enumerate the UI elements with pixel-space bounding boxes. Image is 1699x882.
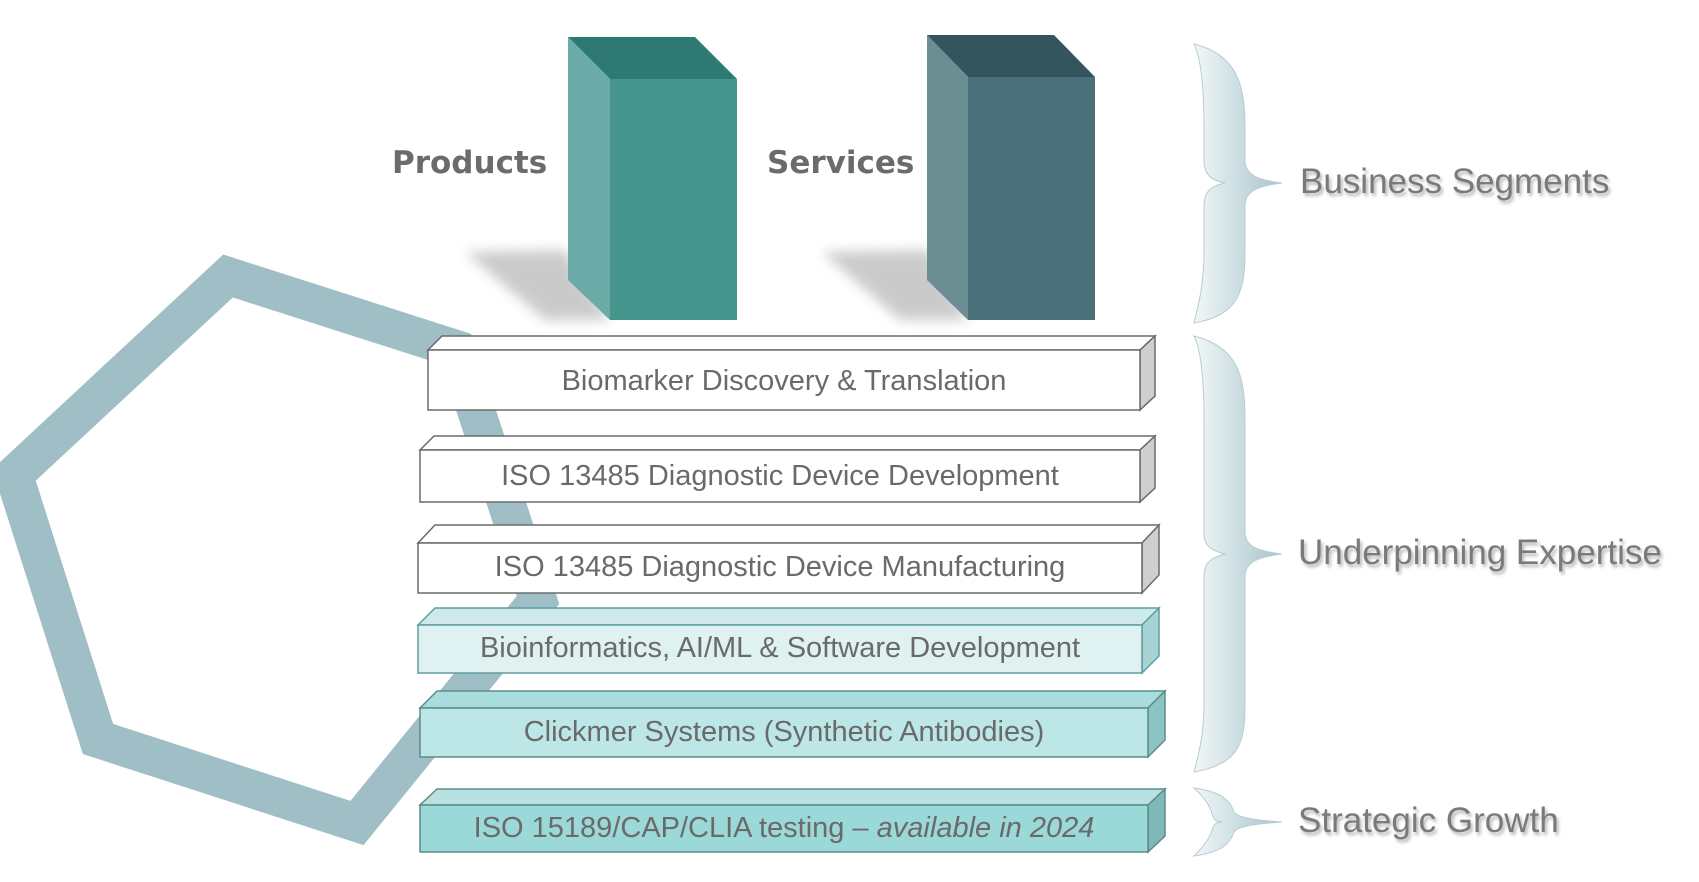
bar-label-iso-testing: ISO 15189/CAP/CLIA testing – available i… <box>420 812 1148 845</box>
business-segments-label: Business Segments <box>1300 162 1610 201</box>
bar-label-iso-manufacturing: ISO 13485 Diagnostic Device Manufacturin… <box>494 551 1066 583</box>
brace-strategic-growth <box>1192 787 1283 857</box>
bar-iso-manufacturing <box>416 523 1161 595</box>
bar-label-iso-testing-main: ISO 15189/CAP/CLIA testing – <box>473 812 877 844</box>
bar-label-biomarker: Biomarker Discovery & Translation <box>561 365 1007 397</box>
bar-iso-testing <box>418 787 1167 854</box>
services-label: Services <box>767 145 915 181</box>
brace-business-segments <box>1193 43 1283 324</box>
services-block <box>927 35 1095 320</box>
bar-bioinformatics <box>416 606 1161 675</box>
underpinning-expertise-label: Underpinning Expertise <box>1298 533 1662 572</box>
products-block <box>568 37 737 320</box>
strategic-growth-label: Strategic Growth <box>1298 801 1559 840</box>
bar-label-clickmer: Clickmer Systems (Synthetic Antibodies) <box>523 716 1045 748</box>
bar-label-bioinformatics: Bioinformatics, AI/ML & Software Develop… <box>479 632 1081 664</box>
bar-clickmer <box>418 689 1167 759</box>
bar-biomarker <box>426 334 1157 412</box>
brace-underpinning-expertise <box>1193 335 1283 773</box>
bar-label-iso-development: ISO 13485 Diagnostic Device Development <box>501 460 1059 492</box>
products-label: Products <box>392 145 548 181</box>
bar-label-iso-testing-italic: available in 2024 <box>876 812 1095 844</box>
bar-iso-development <box>418 434 1157 504</box>
